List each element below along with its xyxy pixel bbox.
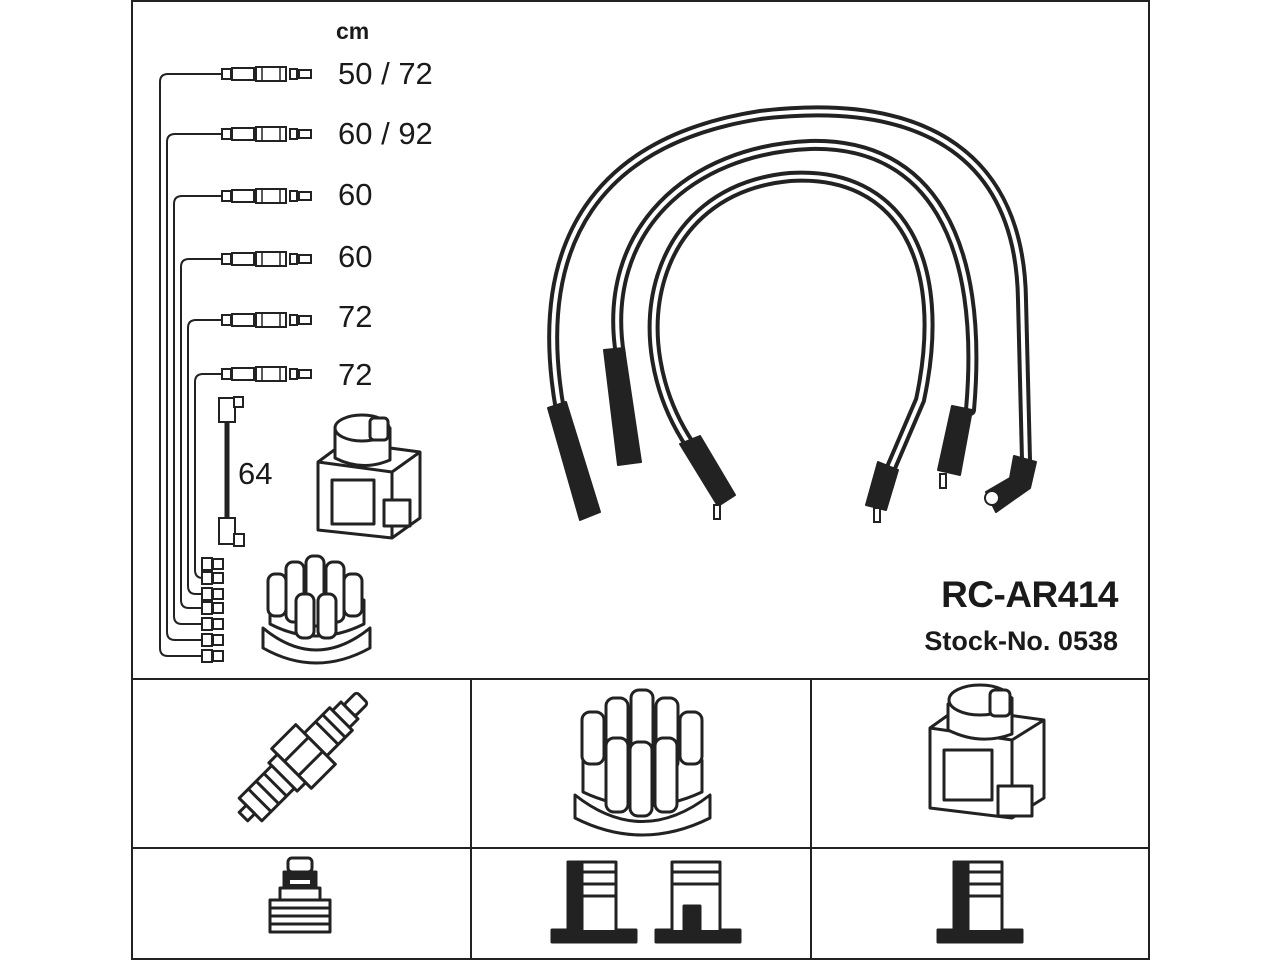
- coil-lead: [218, 396, 245, 547]
- spark-plug-icon: [237, 691, 369, 823]
- ignition-cables-icon: [547, 105, 1037, 523]
- cable-length-2: 60 / 92: [338, 116, 433, 151]
- cable-length-4: 60: [338, 239, 373, 274]
- coil-socket-icon: [936, 860, 1024, 944]
- plug-terminal-icon: [268, 856, 332, 934]
- cable-length-5: 72: [338, 299, 373, 334]
- cable-bundle: [159, 73, 222, 657]
- distributor-cap-large-icon: [573, 688, 712, 837]
- ignition-coil-icon: [316, 413, 422, 540]
- cable-length-6: 72: [338, 357, 373, 392]
- frame: [131, 0, 1150, 960]
- part-number: RC-AR414: [941, 574, 1118, 615]
- cap-socket-icon-2: [654, 860, 742, 944]
- distributor-cap-icon: [261, 554, 372, 665]
- unit-label: cm: [336, 18, 370, 44]
- ignition-coil-large-icon: [928, 683, 1046, 820]
- stock-number: Stock-No. 0538: [924, 626, 1118, 656]
- cap-socket-icon: [550, 860, 638, 944]
- cable-length-3: 60: [338, 177, 373, 212]
- coil-lead-length: 64: [238, 456, 273, 491]
- cable-length-1: 50 / 72: [338, 56, 433, 91]
